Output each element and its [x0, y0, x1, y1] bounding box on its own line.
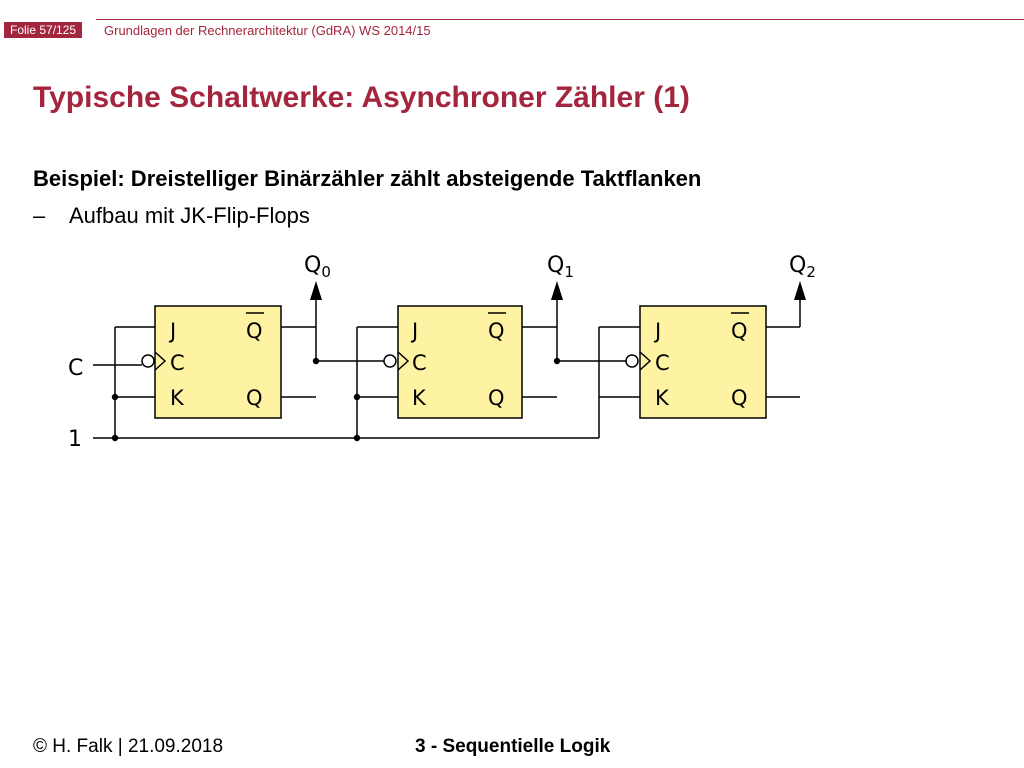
clock-inversion-bubble — [141, 354, 155, 368]
q2-output-label: Q2 — [789, 253, 816, 281]
header-bar: Folie 57/125 Grundlagen der Rechnerarchi… — [0, 0, 1024, 40]
bullet-item: –Aufbau mit JK-Flip-Flops — [33, 202, 310, 230]
clock-input-label: C — [68, 356, 83, 381]
junction-dots — [111, 357, 561, 442]
clock-inversion-bubble — [625, 354, 639, 368]
flipflop-2: J C K Q Q — [625, 305, 767, 419]
flipflop-0: J C K Q Q — [141, 305, 282, 419]
ff1-q-label: Q — [488, 386, 505, 410]
ff0-j-label: J — [168, 319, 176, 343]
clock-edge-triangle — [397, 351, 410, 371]
ff2-c-label: C — [655, 351, 670, 375]
ff0-qbar-label: Q — [246, 319, 263, 343]
ff0-q-label: Q — [246, 386, 263, 410]
ff2-j-label: J — [653, 319, 661, 343]
header-rule — [96, 19, 1024, 20]
wires — [93, 298, 801, 439]
ff2-q-label: Q — [731, 386, 748, 410]
output-arrows — [310, 281, 806, 300]
footer-chapter: 3 - Sequentielle Logik — [415, 736, 611, 757]
ff1-j-label: J — [410, 319, 418, 343]
course-title: Grundlagen der Rechnerarchitektur (GdRA)… — [104, 23, 431, 38]
ff1-qbar-label: Q — [488, 319, 505, 343]
slide-title: Typische Schaltwerke: Asynchroner Zähler… — [33, 81, 690, 114]
clock-inversion-bubble — [383, 354, 397, 368]
q0-output-label: Q0 — [304, 253, 331, 281]
subtitle: Beispiel: Dreistelliger Binärzähler zähl… — [33, 166, 702, 191]
ff0-c-label: C — [170, 351, 185, 375]
bullet-text: Aufbau mit JK-Flip-Flops — [69, 203, 310, 228]
ff1-k-label: K — [412, 386, 427, 410]
clock-edge-triangle — [154, 351, 167, 371]
q1-output-label: Q1 — [547, 253, 574, 281]
ff2-qbar-label: Q — [731, 319, 748, 343]
bullet-dash: – — [33, 203, 46, 228]
footer-author-date: © H. Falk | 21.09.2018 — [33, 736, 224, 757]
one-input-label: 1 — [68, 427, 82, 452]
ff1-c-label: C — [412, 351, 427, 375]
ff2-k-label: K — [655, 386, 670, 410]
circuit-diagram: J C K Q Q J C K Q Q J C K Q Q Q0 Q1 Q2 C… — [68, 253, 816, 452]
slide-number: Folie 57/125 — [4, 22, 83, 38]
ff0-k-label: K — [170, 386, 185, 410]
flipflop-1: J C K Q Q — [383, 305, 523, 419]
clock-edge-triangle — [639, 351, 652, 371]
